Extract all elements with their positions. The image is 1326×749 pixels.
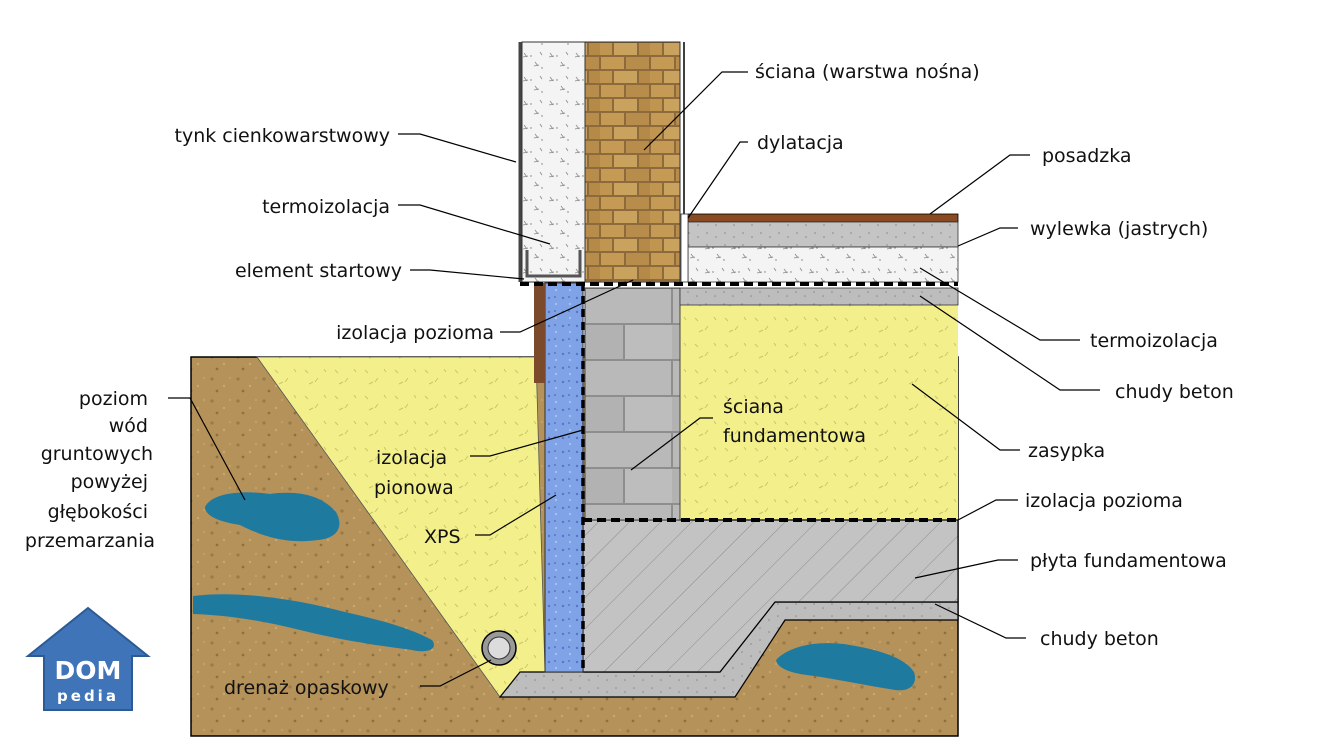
label-groundwater: poziom wód gruntowych powyżej głębokości… bbox=[25, 388, 155, 552]
label-horizontal-insulation-top: izolacja pozioma bbox=[336, 322, 494, 344]
logo-house-shape bbox=[25, 606, 151, 711]
label-floor-finish: posadzka bbox=[1042, 145, 1132, 167]
groundwater-line-5: głębokości bbox=[48, 501, 148, 523]
dilatation-gap bbox=[680, 213, 689, 283]
label-lean-concrete-bottom: chudy beton bbox=[1040, 628, 1159, 650]
wall-thermal-insulation bbox=[521, 41, 586, 283]
plinth-plaster bbox=[534, 283, 545, 383]
floor-finish bbox=[687, 213, 959, 223]
lean-concrete-floor bbox=[679, 287, 959, 306]
xps-insulation bbox=[544, 282, 584, 673]
label-lean-concrete-floor: chudy beton bbox=[1115, 381, 1234, 403]
label-horizontal-insulation-bottom: izolacja pozioma bbox=[1025, 490, 1183, 512]
vertical-insulation-line-2: pionowa bbox=[374, 477, 454, 499]
groundwater-line-1: poziom bbox=[79, 388, 148, 410]
backfill-inside bbox=[680, 305, 958, 520]
label-thermal-insulation-floor: termoizolacja bbox=[1090, 330, 1218, 352]
label-backfill: zasypka bbox=[1028, 440, 1105, 462]
label-foundation-slab: płyta fundamentowa bbox=[1030, 550, 1227, 572]
label-vertical-insulation: izolacja pionowa bbox=[374, 447, 454, 499]
groundwater-line-6: przemarzania bbox=[25, 530, 155, 552]
bearing-wall-brick bbox=[584, 41, 681, 283]
logo-text-dom: DOM bbox=[55, 656, 122, 685]
label-thermal-insulation-wall: termoizolacja bbox=[262, 196, 390, 218]
label-xps: XPS bbox=[424, 526, 461, 548]
label-wall-bearing: ściana (warstwa nośna) bbox=[755, 61, 980, 83]
label-starter-element: element startowy bbox=[235, 260, 402, 282]
drainage-pipe-inner bbox=[487, 636, 511, 660]
floor-thermal-insulation bbox=[687, 246, 959, 283]
foundation-wall-line-2: fundamentowa bbox=[723, 425, 866, 447]
logo-text-pedia: pedia bbox=[57, 687, 119, 705]
vertical-insulation-line-1: izolacja bbox=[376, 447, 447, 469]
groundwater-stream bbox=[193, 594, 434, 652]
groundwater-line-3: gruntowych bbox=[41, 443, 153, 465]
groundwater-line-4: powyżej bbox=[71, 471, 148, 493]
label-dilatation: dylatacja bbox=[757, 132, 844, 154]
groundwater-pocket-right bbox=[776, 643, 916, 691]
dompedia-logo: DOM pedia bbox=[25, 606, 151, 711]
leader-lines bbox=[168, 71, 1100, 687]
label-foundation-wall: ściana fundamentowa bbox=[723, 396, 866, 447]
screed-layer bbox=[687, 221, 959, 248]
starter-element-profile bbox=[525, 250, 582, 278]
label-thin-plaster: tynk cienkowarstwowy bbox=[175, 125, 390, 147]
groundwater-line-2: wód bbox=[109, 415, 148, 437]
foundation-wall-line-1: ściana bbox=[723, 396, 784, 418]
foundation-wall-blocks bbox=[584, 287, 681, 521]
groundwater-pocket-left bbox=[205, 492, 340, 542]
label-drainage: drenaż opaskowy bbox=[224, 677, 389, 699]
label-screed: wylewka (jastrych) bbox=[1030, 218, 1208, 240]
